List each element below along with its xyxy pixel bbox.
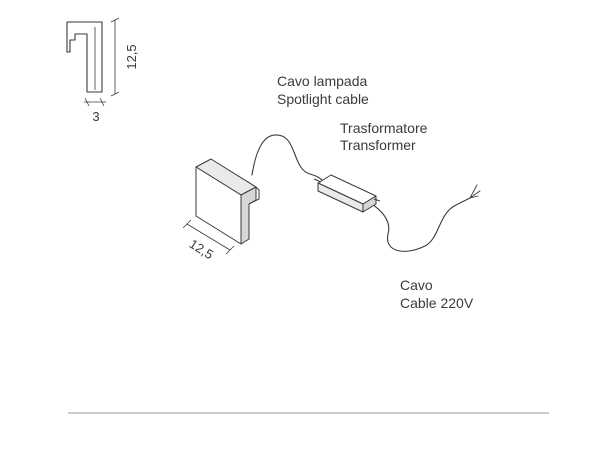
transformer — [313, 174, 381, 213]
transformer-label-en: Transformer — [340, 137, 416, 153]
profile-height-label: 12,5 — [124, 44, 139, 69]
width-tick-left — [84, 97, 90, 107]
lamp-dimension-label: 12,5 — [187, 236, 216, 262]
mains-cable-label-it: Cavo — [400, 277, 433, 293]
transformer-label-it: Trasformatore — [340, 120, 428, 136]
transformer-plug-right — [373, 198, 381, 202]
wire-end-1 — [469, 184, 478, 199]
lamp-dimension — [182, 219, 235, 255]
transformer-side-face — [362, 195, 377, 213]
profile-width-dimension — [84, 97, 106, 107]
wire-end-3 — [469, 195, 479, 199]
profile-outline — [66, 21, 103, 93]
mains-cable-line — [364, 197, 471, 252]
height-tick-top — [110, 17, 120, 23]
mains-cable-label: Cavo Cable 220V — [400, 277, 474, 311]
wire-ends — [469, 184, 481, 199]
transformer-label: Trasformatore Transformer — [340, 120, 428, 153]
profile-width-label: 3 — [92, 109, 99, 124]
lamp-dimension-line — [186, 223, 231, 251]
spotlight-cable-line — [251, 134, 323, 181]
mains-cable-label-en: Cable 220V — [400, 295, 474, 311]
lamp-hook — [248, 186, 260, 205]
profile-height-dimension — [110, 17, 120, 97]
lamp-side-face — [240, 186, 257, 245]
lamp-tick-right — [225, 245, 235, 255]
profile-section — [66, 21, 103, 93]
lamp-tick-left — [182, 219, 192, 229]
transformer-plug-left — [313, 178, 322, 183]
wire-end-2 — [469, 190, 481, 199]
height-tick-bottom — [110, 91, 120, 97]
cables — [251, 134, 471, 252]
spotlight-cable-label: Cavo lampada Spotlight cable — [277, 73, 369, 107]
spotlight-cable-label-it: Cavo lampada — [277, 73, 367, 89]
spotlight-cable-label-en: Spotlight cable — [277, 91, 369, 107]
lamp-body — [195, 158, 260, 245]
width-tick-right — [99, 97, 105, 107]
